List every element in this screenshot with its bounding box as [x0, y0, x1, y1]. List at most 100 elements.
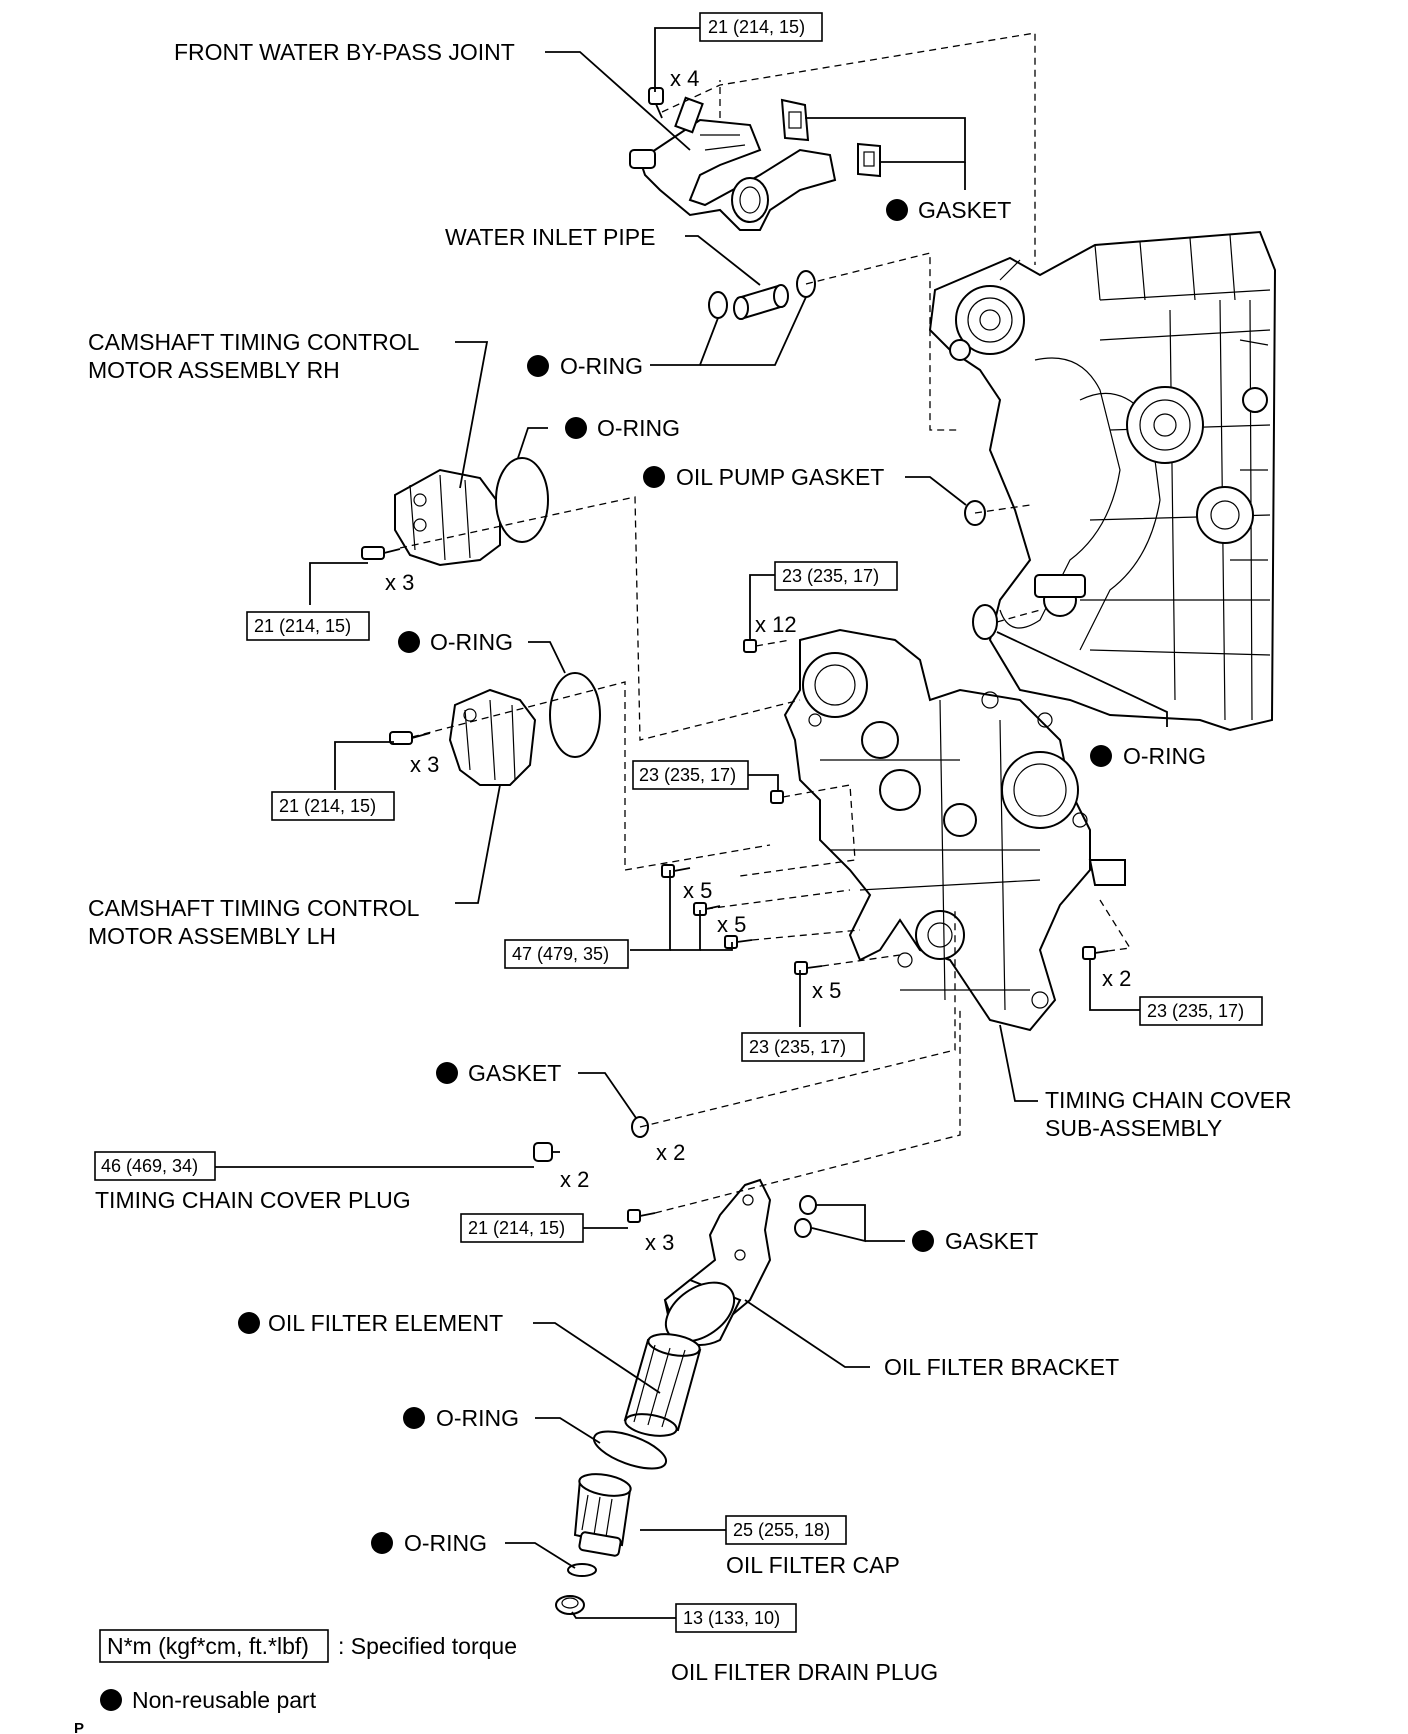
label-oil-filter-cap: OIL FILTER CAP — [726, 1552, 900, 1578]
o-ring-block — [972, 604, 998, 640]
torque-box-camshaft-lh: 21 (214, 15) — [271, 791, 395, 821]
qty-cover-right-bolts: x 2 — [1102, 966, 1131, 991]
label-o-ring-cap: O-RING — [404, 1530, 487, 1556]
label-timing-chain-cover-line2: SUB-ASSEMBLY — [1045, 1115, 1222, 1141]
torque-cover-47: 47 (479, 35) — [512, 944, 609, 964]
camshaft-rh-bolt — [361, 546, 401, 560]
timing-chain-cover-illustration — [783, 628, 1126, 1032]
front-water-bypass-joint-illustration — [629, 96, 837, 231]
label-o-ring-element: O-RING — [436, 1405, 519, 1431]
label-o-ring-inlet: O-RING — [560, 353, 643, 379]
label-front-water-bypass-joint: FRONT WATER BY-PASS JOINT — [174, 39, 515, 65]
label-oil-filter-drain-plug: OIL FILTER DRAIN PLUG — [671, 1659, 938, 1685]
bracket-gasket-upper — [799, 1195, 817, 1215]
non-reusable-dot-gasket-bracket — [912, 1230, 934, 1252]
torque-box-cover-right: 23 (235, 17) — [1139, 996, 1263, 1026]
camshaft-lh-bolt — [389, 731, 431, 745]
alignment-lines — [399, 32, 1132, 1214]
qty-camshaft-rh-bolts: x 3 — [385, 570, 414, 595]
label-gasket-cover: GASKET — [468, 1060, 561, 1086]
torque-bypass-joint: 21 (214, 15) — [708, 17, 805, 37]
water-inlet-pipe-illustration — [708, 270, 816, 320]
qty-bracket-bolts: x 3 — [645, 1230, 674, 1255]
torque-box-bracket: 21 (214, 15) — [460, 1213, 584, 1243]
legend-non-reusable-text: Non-reusable part — [132, 1687, 317, 1713]
non-reusable-dot-gasket-top — [886, 199, 908, 221]
qty-cover-bolts-a: x 5 — [683, 878, 712, 903]
torque-box-cover-47: 47 (479, 35) — [504, 939, 629, 969]
torque-cover-lower: 23 (235, 17) — [749, 1037, 846, 1057]
torque-bracket: 21 (214, 15) — [468, 1218, 565, 1238]
non-reusable-dot-o-ring-block — [1090, 745, 1112, 767]
legend-non-reusable-dot — [100, 1689, 122, 1711]
bracket-bolt — [627, 1209, 656, 1223]
camshaft-timing-control-motor-lh-illustration — [448, 688, 537, 786]
oil-filter-element-o-ring — [592, 1430, 668, 1470]
oil-filter-element-illustration — [623, 1333, 702, 1437]
label-oil-filter-bracket: OIL FILTER BRACKET — [884, 1354, 1119, 1380]
qty-cover-plugs: x 2 — [560, 1167, 589, 1192]
torque-cap: 25 (255, 18) — [733, 1520, 830, 1540]
torque-cover-mid: 23 (235, 17) — [639, 765, 736, 785]
label-o-ring-rh: O-RING — [597, 415, 680, 441]
torque-box-bypass: 21 (214, 15) — [699, 12, 823, 42]
torque-box-drain-plug: 13 (133, 10) — [675, 1603, 797, 1633]
bypass-joint-gasket-lower — [857, 142, 881, 178]
bypass-joint-bolt — [648, 87, 664, 119]
qty-bypass-bolts: x 4 — [670, 66, 699, 91]
label-gasket-top: GASKET — [918, 197, 1011, 223]
qty-camshaft-lh-bolts: x 3 — [410, 752, 439, 777]
label-timing-chain-cover-plug: TIMING CHAIN COVER PLUG — [95, 1187, 411, 1213]
non-reusable-dot-gasket-cover — [436, 1062, 458, 1084]
torque-camshaft-lh: 21 (214, 15) — [279, 796, 376, 816]
label-camshaft-rh-line2: MOTOR ASSEMBLY RH — [88, 357, 340, 383]
label-o-ring-lh: O-RING — [430, 629, 513, 655]
label-timing-chain-cover-line1: TIMING CHAIN COVER — [1045, 1087, 1292, 1113]
torque-drain-plug: 13 (133, 10) — [683, 1608, 780, 1628]
legend-torque-box — [99, 1629, 329, 1663]
torque-cover-upper: 23 (235, 17) — [782, 566, 879, 586]
legend: N*m (kgf*cm, ft.*lbf) : Specified torque… — [99, 1629, 517, 1713]
corner-mark: P — [74, 1720, 84, 1734]
label-oil-filter-element: OIL FILTER ELEMENT — [268, 1310, 503, 1336]
torque-box-cover-lower: 23 (235, 17) — [741, 1032, 865, 1062]
qty-cover-upper-bolts: x 12 — [755, 612, 797, 637]
label-gasket-bracket: GASKET — [945, 1228, 1038, 1254]
torque-box-cover-mid: 23 (235, 17) — [632, 760, 749, 790]
o-ring-lh — [549, 672, 601, 758]
label-water-inlet-pipe: WATER INLET PIPE — [445, 224, 655, 250]
leader-lines — [215, 27, 1168, 1619]
qty-cover-bolts-b: x 5 — [717, 912, 746, 937]
non-reusable-dot-o-ring-cap — [371, 1532, 393, 1554]
bracket-gasket-lower — [794, 1218, 812, 1238]
torque-box-cover-upper: 23 (235, 17) — [774, 561, 898, 591]
qty-cover-bolts-c: x 5 — [812, 978, 841, 1003]
legend-torque-desc: : Specified torque — [338, 1633, 517, 1659]
non-reusable-dot-o-ring-element — [403, 1407, 425, 1429]
oil-filter-bracket-illustration — [663, 1178, 772, 1346]
bypass-joint-gasket-upper — [780, 98, 810, 142]
label-o-ring-block: O-RING — [1123, 743, 1206, 769]
o-ring-rh — [495, 457, 549, 543]
label-camshaft-rh-line1: CAMSHAFT TIMING CONTROL — [88, 329, 420, 355]
label-camshaft-lh-line1: CAMSHAFT TIMING CONTROL — [88, 895, 420, 921]
non-reusable-dot-o-ring-lh — [398, 631, 420, 653]
camshaft-timing-control-motor-rh-illustration — [394, 468, 501, 567]
label-camshaft-lh-line2: MOTOR ASSEMBLY LH — [88, 923, 336, 949]
label-oil-pump-gasket: OIL PUMP GASKET — [676, 464, 884, 490]
non-reusable-dot-oil-pump-gasket — [643, 466, 665, 488]
non-reusable-dot-o-ring-rh — [565, 417, 587, 439]
timing-chain-cover-plug-illustration — [533, 1142, 560, 1162]
torque-box-cap: 25 (255, 18) — [725, 1515, 847, 1545]
torque-cover-right: 23 (235, 17) — [1147, 1001, 1244, 1021]
qty-cover-gaskets: x 2 — [656, 1140, 685, 1165]
engine-block-illustration — [928, 230, 1277, 732]
torque-box-cover-plug: 46 (469, 34) — [94, 1151, 216, 1181]
non-reusable-dot-oil-filter-element — [238, 1312, 260, 1334]
torque-cover-plug: 46 (469, 34) — [101, 1156, 198, 1176]
oil-filter-cap-illustration — [573, 1473, 632, 1557]
torque-camshaft-rh: 21 (214, 15) — [254, 616, 351, 636]
torque-box-camshaft-rh: 21 (214, 15) — [246, 611, 370, 641]
oil-filter-drain-plug-illustration — [555, 1595, 585, 1615]
